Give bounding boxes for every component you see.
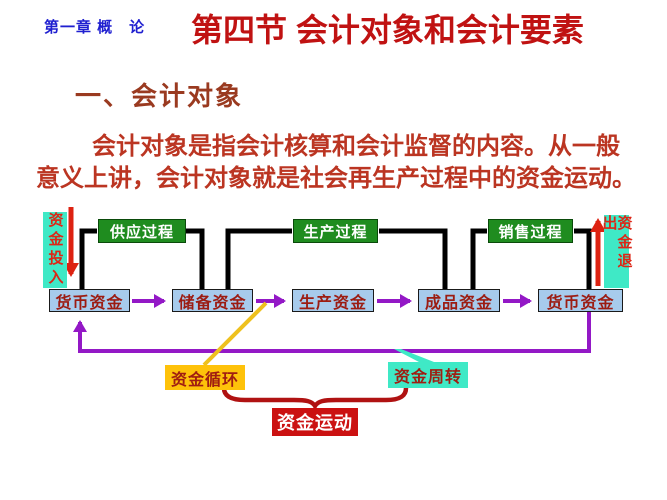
- movement-label-box: 资金运动: [272, 408, 358, 436]
- section-heading: 一、会计对象: [75, 81, 244, 111]
- fund-box-finished: 成品资金: [418, 289, 500, 312]
- fund-box-production: 生产资金: [292, 289, 374, 312]
- brace-icon: [221, 385, 409, 411]
- turnover-callout-wedge: [394, 349, 434, 362]
- process-box-sales: 销售过程: [488, 219, 573, 243]
- loop-return-arrow-icon: [73, 312, 591, 353]
- paragraph-line-1: 会计对象是指会计核算和会计监督的内容。从一般: [92, 133, 620, 160]
- process-box-supply: 供应过程: [98, 219, 186, 243]
- red-inflow-outflow-arrows: [63, 207, 606, 286]
- fund-box-monetary-2: 货币资金: [538, 289, 623, 312]
- turnover-label-box: 资金周转: [388, 362, 468, 388]
- cycle-callout-line: [202, 301, 268, 367]
- black-process-connectors: [79, 228, 592, 291]
- page-title: 第四节 会计对象和会计要素: [191, 12, 584, 48]
- fund-box-reserve: 储备资金: [172, 289, 253, 312]
- fund-outflow-box: 资金退出: [601, 215, 633, 288]
- cycle-label-box: 资金循环: [165, 365, 245, 390]
- purple-flow-arrows: [73, 294, 591, 353]
- paragraph-line-2: 意义上讲，会计对象就是社会再生产过程中的资金运动。: [36, 165, 636, 192]
- fund-box-monetary-1: 货币资金: [49, 289, 130, 312]
- process-box-production: 生产过程: [293, 219, 378, 243]
- chapter-label: 第一章 概 论: [44, 19, 146, 36]
- fund-inflow-box: 资金投入: [43, 212, 67, 288]
